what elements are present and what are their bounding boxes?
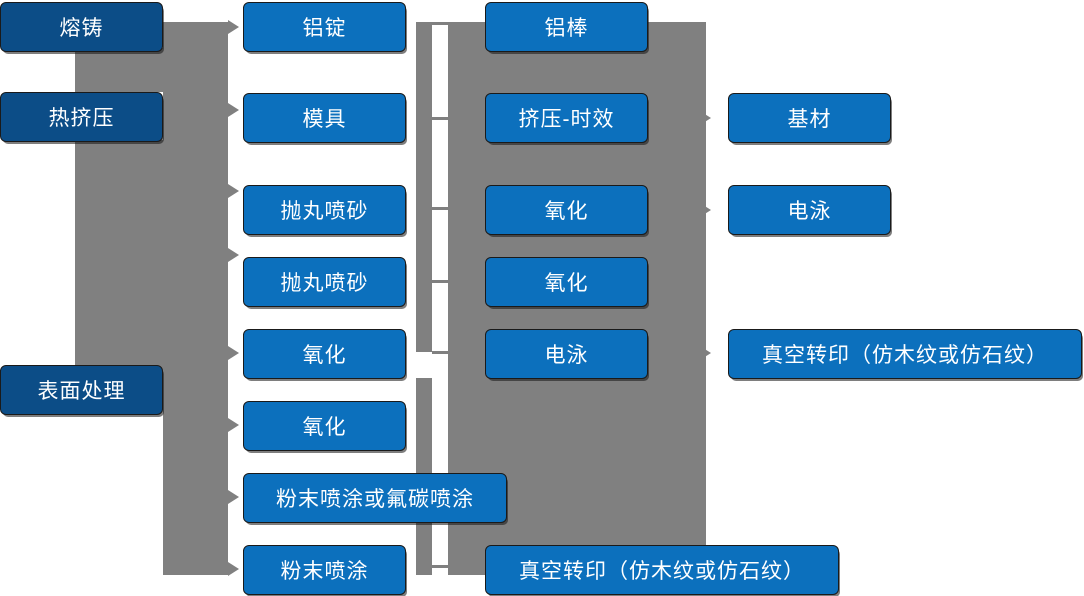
connector-rail-inner — [416, 22, 432, 352]
node-electrophoresis-1[interactable]: 电泳 — [485, 329, 648, 379]
node-al-ingot[interactable]: 铝锭 — [243, 2, 406, 52]
node-label: 氧化 — [544, 200, 589, 223]
arrow-to-powder-coat — [228, 562, 239, 576]
node-hot-extrude[interactable]: 热挤压 — [0, 92, 163, 142]
node-label: 真空转印（仿木纹或仿石纹） — [762, 344, 1048, 367]
connector-stub-surface — [163, 360, 173, 376]
connector-tick-al-bar — [432, 22, 454, 25]
node-label: 抛丸喷砂 — [280, 200, 369, 223]
arrow-to-oxidize-2 — [228, 418, 239, 432]
connector-line-surface — [163, 389, 179, 392]
node-substrate[interactable]: 基材 — [728, 93, 891, 143]
node-oxidize-2[interactable]: 氧化 — [243, 401, 406, 451]
node-vacuum-transfer-print-bottom[interactable]: 真空转印（仿木纹或仿石纹） — [485, 545, 839, 595]
arrow-to-mould — [228, 103, 239, 117]
node-label: 氧化 — [544, 272, 589, 295]
node-oxidize-3[interactable]: 氧化 — [485, 185, 648, 235]
arrow-to-powder-pvdf — [228, 490, 239, 504]
node-label: 粉末喷涂 — [280, 560, 369, 583]
node-label: 抛丸喷砂 — [280, 272, 369, 295]
node-vacuum-transfer-print[interactable]: 真空转印（仿木纹或仿石纹） — [728, 329, 1082, 379]
node-shot-blast-1[interactable]: 抛丸喷砂 — [243, 185, 406, 235]
node-extrusion-aging[interactable]: 挤压-时效 — [485, 93, 648, 143]
node-oxidize-1[interactable]: 氧化 — [243, 329, 406, 379]
arrow-to-vacuum-print — [700, 346, 711, 360]
node-label: 电泳 — [544, 344, 589, 367]
connector-trunk-left — [163, 22, 228, 575]
node-surface-treatment[interactable]: 表面处理 — [0, 365, 163, 415]
arrow-to-electro-2 — [700, 203, 711, 217]
connector-tick-mould — [432, 117, 454, 120]
arrow-to-al-ingot — [228, 20, 239, 34]
node-label: 基材 — [787, 108, 832, 131]
node-label: 表面处理 — [37, 380, 126, 403]
node-label: 热挤压 — [48, 107, 115, 130]
node-label: 真空转印（仿木纹或仿石纹） — [519, 560, 805, 583]
node-mould[interactable]: 模具 — [243, 93, 406, 143]
connector-tick-oxidize-3 — [432, 207, 454, 210]
arrow-to-substrate — [700, 111, 711, 125]
connector-tick-electro-1 — [432, 351, 454, 354]
node-electrophoresis-2[interactable]: 电泳 — [728, 185, 891, 235]
node-oxidize-4[interactable]: 氧化 — [485, 257, 648, 307]
node-label: 电泳 — [787, 200, 832, 223]
node-label: 熔铸 — [59, 17, 104, 40]
connector-stub-hot-extrude — [75, 140, 165, 370]
arrow-to-shot-blast-1 — [228, 184, 239, 198]
node-label: 挤压-时效 — [518, 108, 615, 131]
node-label: 氧化 — [302, 416, 347, 439]
node-al-bar[interactable]: 铝棒 — [485, 2, 648, 52]
node-label: 粉末喷涂或氟碳喷涂 — [276, 488, 474, 511]
node-label: 铝锭 — [302, 17, 347, 40]
node-label: 模具 — [302, 108, 347, 131]
connector-tick-vacuum — [432, 565, 454, 568]
connector-tick-oxidize-4 — [432, 280, 454, 283]
arrow-to-oxidize-1 — [228, 346, 239, 360]
connector-stub-melt-cast — [75, 48, 165, 92]
node-shot-blast-2[interactable]: 抛丸喷砂 — [243, 257, 406, 307]
arrow-to-shot-blast-2 — [228, 248, 239, 262]
node-label: 铝棒 — [544, 17, 589, 40]
node-powder-or-pvdf-coating[interactable]: 粉末喷涂或氟碳喷涂 — [243, 473, 507, 523]
node-label: 氧化 — [302, 344, 347, 367]
node-melt-cast[interactable]: 熔铸 — [0, 2, 163, 52]
node-powder-coating[interactable]: 粉末喷涂 — [243, 545, 406, 595]
